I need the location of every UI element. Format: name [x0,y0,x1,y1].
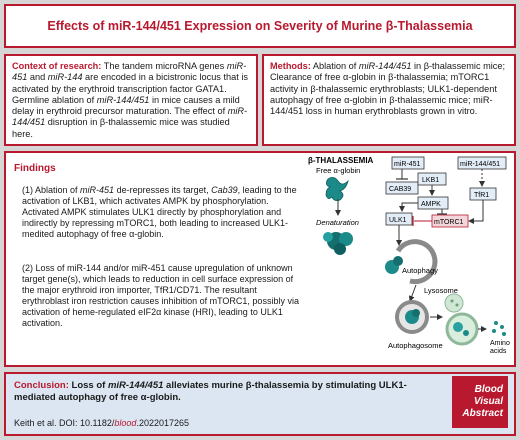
mir144-451-label: miR-144/451 [460,161,500,168]
context-label: Context of research: [12,61,102,71]
conclusion-label: Conclusion: [14,380,69,391]
mir451-label: miR-451 [394,161,421,168]
acids-label: acids [490,348,507,355]
pathway-diagram: β-THALASSEMIA Free α-globin Denaturation [306,153,516,367]
phagophore-icon [385,239,438,285]
autophagy-label: Autophagy [402,266,438,275]
lysosome-icon [444,293,464,313]
title-bar: Effects of miR-144/451 Expression on Sev… [4,4,516,48]
finding-1-gene: miR-451 [80,185,115,195]
arrow-autophagy [408,284,417,302]
citation-prefix: Keith et al. DOI: 10.1182/ [14,418,115,428]
arrow-tfr1-mtorc1 [468,200,484,224]
amino-label: Amino [490,340,510,347]
autolysosome-icon [445,312,479,346]
beta-thal-label: β-THALASSEMIA [308,156,374,165]
methods-gene-name: miR-144/451 [358,61,412,71]
mir451-box [391,156,425,170]
conclusion-text: Conclusion: Loss of miR-144/451 alleviat… [14,380,414,404]
citation-journal: blood [114,418,137,428]
denatured-globin-icon [323,232,353,255]
tfr1-label: TfR1 [474,192,489,199]
conclusion-text-part: alleviates murine β-thalassemia by stimu… [14,380,407,403]
context-gene-name: miR-144 [47,72,83,83]
lkb1-label: LKB1 [422,177,439,184]
free-globin-label: Free α-globin [316,166,360,175]
methods-label: Methods: [270,61,311,71]
conclusion-box: Conclusion: Loss of miR-144/451 alleviat… [4,372,516,436]
autophagosome-label: Autophagosome [388,341,443,350]
context-gene-name: miR-451 [12,61,247,83]
methods-text-part: in β-thalassemic mice; Clearance of free… [270,61,506,117]
cab39-box [385,181,419,195]
badge-line: Blood [474,384,503,395]
finding-1-text: (1) Ablation of [22,185,81,195]
methods-text: Methods: Ablation of miR-144/451 in β-th… [270,61,508,117]
citation-suffix: .2022017265 [136,418,189,428]
denaturation-label: Denaturation [316,218,359,227]
free-globin-icon [325,177,349,216]
badge-line: Visual [473,396,503,407]
finding-1-text: de-represses its target, [114,185,212,195]
finding-2: (2) Loss of miR-144 and/or miR-451 cause… [22,263,299,328]
pathway-svg: β-THALASSEMIA Free α-globin Denaturation [308,156,510,355]
finding-1-text: , leading to the activation of LKB1, whi… [22,185,297,239]
autophagosome-icon [395,300,429,334]
badge-line: Abstract [462,408,503,419]
findings-label: Findings [14,163,56,174]
lysosome-label: Lysosome [424,286,458,295]
context-text-part: The tandem microRNA genes [101,61,227,71]
arrow-ampk-ulk1 [399,202,418,212]
context-gene-name: miR-144/451 [96,94,150,105]
context-text: Context of research: The tandem microRNA… [12,61,250,140]
citation: Keith et al. DOI: 10.1182/blood.20220172… [14,418,189,428]
cab39-label: CAB39 [389,186,411,193]
finding-1: (1) Ablation of miR-451 de-represses its… [22,185,304,240]
mtorc1-label: mTORC1 [434,219,464,226]
amino-acids-icon [492,321,506,336]
context-text-part: in mice causes a mild delay in erythroid… [12,94,240,117]
methods-box: Methods: Ablation of miR-144/451 in β-th… [262,54,516,146]
conclusion-gene-name: miR-144/451 [107,380,164,391]
ulk1-label: ULK1 [389,217,407,224]
context-box: Context of research: The tandem microRNA… [4,54,258,146]
visual-abstract-badge: Blood Visual Abstract [452,376,508,428]
context-text-part: and [27,72,48,83]
context-text-part: are encoded in a bicistronic locus that … [12,72,248,105]
context-gene-name: miR-144/451 [12,106,248,128]
finding-1-gene: Cab39 [211,185,238,195]
context-text-part: disruption in β-thalassemic mice was stu… [12,117,230,139]
conclusion-text-part: Loss of [68,380,108,391]
findings-box: Findings (1) Ablation of miR-451 de-repr… [4,151,516,367]
page-title: Effects of miR-144/451 Expression on Sev… [47,19,473,33]
ampk-label: AMPK [421,201,441,208]
methods-text-part: Ablation of [310,61,359,71]
